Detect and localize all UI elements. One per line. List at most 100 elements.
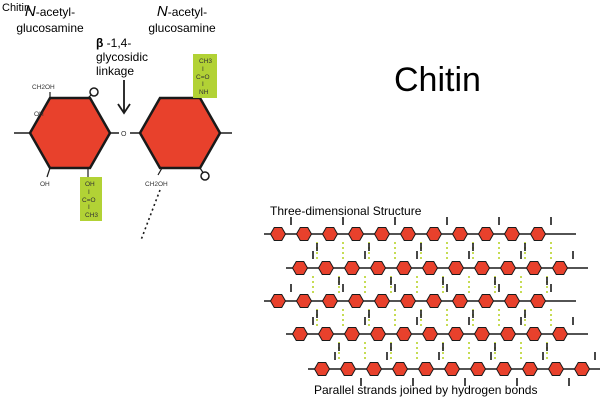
lattice-ring (421, 327, 439, 341)
linkage-rest: -1,4- (106, 36, 132, 50)
left-acetyl-line-3: C=O (82, 197, 96, 204)
lattice-ring (343, 261, 361, 275)
lattice-ring (365, 362, 383, 376)
lattice-ring (395, 261, 413, 275)
lattice-ring (391, 362, 409, 376)
monomer-right-rest: -acetyl- (167, 5, 208, 19)
left-sugar-ring (28, 96, 112, 170)
lattice-ring (525, 261, 543, 275)
lattice-ring (373, 227, 391, 241)
monomer-right-n: N (156, 3, 168, 20)
lattice-ring (417, 362, 435, 376)
lattice-ring (269, 227, 287, 241)
lattice-ring (551, 261, 569, 275)
lattice-ring (473, 327, 491, 341)
monomer-left-n: N (24, 3, 36, 20)
right-acetyl-box (193, 54, 217, 98)
lattice-ring (499, 327, 517, 341)
lattice-ring (295, 227, 313, 241)
linkage-label: β -1,4- glycosidic linkage (96, 36, 148, 78)
right-acetyl-line-3: C=O (196, 74, 210, 81)
lattice-ring (421, 261, 439, 275)
lattice-ring (347, 294, 365, 308)
lattice-ring (339, 362, 357, 376)
linkage-arrow-head (117, 103, 131, 115)
right-bottom-circle (200, 171, 210, 181)
lattice-ring (343, 327, 361, 341)
right-acetyl-line-5: NH (199, 89, 209, 96)
lattice-ring (521, 362, 539, 376)
structure-title: Three-dimensional Structure (270, 204, 422, 218)
lattice-ring (573, 362, 591, 376)
linkage-line3: linkage (96, 64, 135, 78)
lattice-ring (347, 227, 365, 241)
right-acetyl-line-2: I (202, 66, 204, 73)
monomer-label-right: N-acetyl- glucosamine (142, 4, 222, 36)
lattice-ring (477, 294, 495, 308)
lattice-ring (495, 362, 513, 376)
lattice-ring (525, 327, 543, 341)
lattice-ring (369, 327, 387, 341)
lattice-ring (451, 227, 469, 241)
lattice-ring (291, 327, 309, 341)
lattice-ring (291, 261, 309, 275)
left-acetyl-line-2: I (88, 189, 90, 196)
left-oh-label: OH (34, 111, 44, 118)
monomer-right-line2: glucosamine (148, 21, 216, 35)
lattice-ring (477, 227, 495, 241)
lattice-ring (369, 261, 387, 275)
three-dimensional-lattice (264, 217, 600, 386)
lattice-ring (529, 227, 547, 241)
right-ch2oh-label: CH2OH (145, 181, 168, 188)
chitin-title: Chitin (394, 61, 481, 99)
lattice-ring (503, 294, 521, 308)
lattice-ring (473, 261, 491, 275)
lattice-ring (321, 294, 339, 308)
left-oh-bond (46, 167, 51, 178)
monomer-left-rest: -acetyl- (35, 5, 76, 19)
chitin-molecule: CH2OH OH OH O CH2OH OH I C=O I CH3 CH3 I… (14, 54, 232, 241)
left-acetyl-text: OH I C=O I CH3 (82, 181, 98, 219)
lattice-ring (425, 227, 443, 241)
right-acetyl-line-1: CH3 (199, 58, 212, 65)
right-sugar-ring (138, 96, 222, 170)
lattice-ring (425, 294, 443, 308)
left-acetyl-line-5: CH3 (85, 212, 98, 219)
lattice-ring (395, 327, 413, 341)
continuation-dots (140, 189, 161, 241)
lattice-ring (313, 362, 331, 376)
corner-label: Chitin (2, 2, 31, 14)
left-top-circle (89, 87, 99, 97)
lattice-ring (443, 362, 461, 376)
lattice-ring (503, 227, 521, 241)
lattice-ring (469, 362, 487, 376)
lattice-ring (451, 294, 469, 308)
lattice-ring (447, 261, 465, 275)
left-ch2oh-label: CH2OH (32, 84, 55, 91)
lattice-ring (321, 227, 339, 241)
lattice-ring (399, 227, 417, 241)
lattice-ring (373, 294, 391, 308)
bridge-oxygen-label: O (121, 131, 127, 138)
left-bottom-oh-label: OH (40, 181, 50, 188)
lattice-ring (551, 327, 569, 341)
lattice-ring (529, 294, 547, 308)
lattice-ring (269, 294, 287, 308)
monomer-left-line2: glucosamine (16, 21, 84, 35)
lattice-ring (547, 362, 565, 376)
left-acetyl-line-4: I (88, 204, 90, 211)
monomer-label-left: N-acetyl- glucosamine (10, 4, 90, 36)
lattice-ring (317, 261, 335, 275)
left-acetyl-line-1: OH (85, 181, 95, 188)
caption: Parallel strands joined by hydrogen bond… (314, 383, 538, 397)
beta-symbol: β (96, 36, 104, 50)
right-acetyl-text: CH3 I C=O I NH (196, 58, 214, 96)
left-acetyl-box (80, 177, 102, 221)
lattice-ring (317, 327, 335, 341)
lattice-ring (499, 261, 517, 275)
lattice-ring (295, 294, 313, 308)
right-acetyl-line-4: I (202, 81, 204, 88)
lattice-ring (447, 327, 465, 341)
lattice-ring (399, 294, 417, 308)
